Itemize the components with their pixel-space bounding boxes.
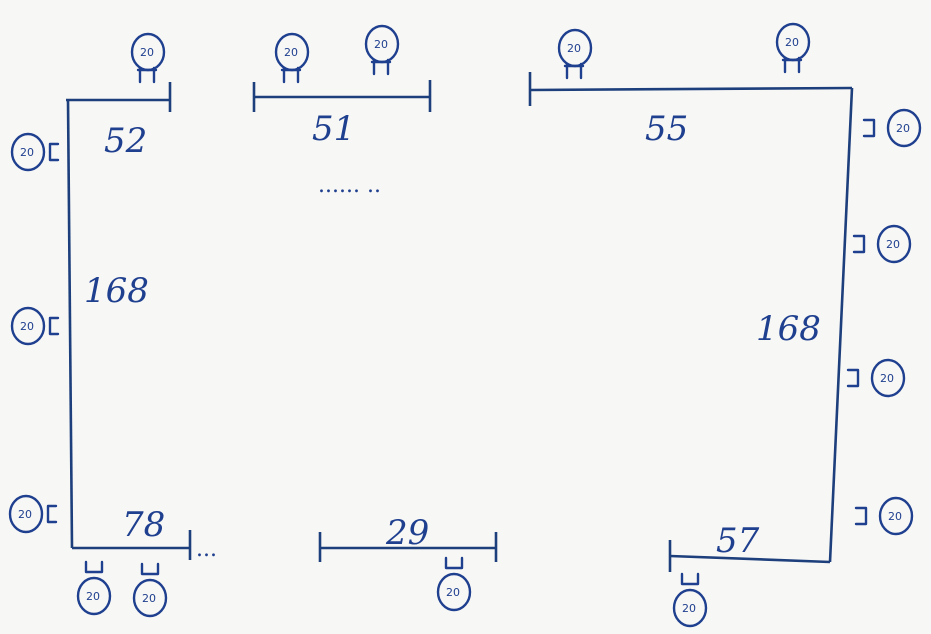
- chair-icon: 20: [364, 24, 400, 76]
- seat-badge-text: 20: [20, 320, 34, 333]
- chair-icon: 20: [862, 108, 922, 148]
- bottom-middle-segment: [318, 532, 498, 562]
- seats-group: 20 20 20 20 20 20 20 20 20 20 20 20 20 20 20 20: [8, 22, 922, 628]
- chair-bracket: [136, 66, 158, 84]
- seat-badge-text: 20: [140, 46, 154, 59]
- seat-badge-text: 20: [446, 586, 460, 599]
- chair-bracket: [444, 556, 464, 570]
- right-room-walls: [528, 72, 854, 572]
- chair-bracket: [852, 234, 866, 254]
- seat-badge-text: 20: [682, 602, 696, 615]
- chair-icon: 20: [274, 32, 310, 84]
- dim-label-bottom-left: 78: [122, 505, 165, 545]
- dim-label-left-side: 168: [84, 271, 149, 311]
- chair-icon: 20: [76, 560, 112, 616]
- seat-circle: [672, 588, 708, 628]
- chair-bracket: [781, 56, 803, 74]
- chair-bracket: [280, 66, 302, 84]
- chair-bracket: [370, 58, 392, 76]
- chair-icon: 20: [854, 496, 914, 536]
- chair-icon: 20: [557, 28, 593, 80]
- seat-badge-text: 20: [284, 46, 298, 59]
- chair-icon: 20: [8, 494, 58, 534]
- chair-icon: 20: [10, 306, 60, 346]
- seat-circle: [76, 576, 112, 616]
- dim-label-top-middle: 51: [312, 109, 355, 149]
- seat-badge-text: 20: [896, 122, 910, 135]
- chair-icon: 20: [672, 572, 708, 628]
- top-middle-segment: [252, 80, 432, 112]
- dim-label-bottom-right: 57: [716, 521, 760, 561]
- seat-circle: [10, 306, 46, 346]
- seat-circle: [878, 496, 914, 536]
- dots-top-middle: ...... ..: [318, 173, 381, 198]
- seat-circle: [886, 108, 922, 148]
- chair-icon: 20: [846, 358, 906, 398]
- seat-badge-text: 20: [86, 590, 100, 603]
- dim-label-bottom-middle: 29: [385, 513, 429, 553]
- chair-icon: 20: [10, 132, 60, 172]
- chair-bracket: [46, 504, 58, 524]
- seat-badge-text: 20: [888, 510, 902, 523]
- seat-badge-text: 20: [785, 36, 799, 49]
- seat-circle: [132, 578, 168, 618]
- seat-badge-text: 20: [886, 238, 900, 251]
- chair-bracket: [84, 560, 104, 574]
- seat-circle: [876, 224, 912, 264]
- left-room-walls: [66, 82, 192, 560]
- chair-bracket: [854, 506, 868, 526]
- seat-circle: [870, 358, 906, 398]
- seat-badge-text: 20: [142, 592, 156, 605]
- seat-badge-text: 20: [18, 508, 32, 521]
- seat-badge-text: 20: [374, 38, 388, 51]
- dim-label-top-right: 55: [645, 109, 688, 149]
- chair-icon: 20: [852, 224, 912, 264]
- chair-bracket: [862, 118, 876, 138]
- chair-icon: 20: [130, 32, 166, 84]
- chair-icon: 20: [436, 556, 472, 612]
- chair-bracket: [48, 316, 60, 336]
- chair-icon: 20: [775, 22, 811, 74]
- dots-bottom-left: ...: [196, 537, 217, 562]
- dim-label-right-side: 168: [756, 309, 821, 349]
- seat-badge-text: 20: [20, 146, 34, 159]
- seat-circle: [10, 132, 46, 172]
- chair-bracket: [48, 142, 60, 162]
- seat-badge-text: 20: [567, 42, 581, 55]
- seat-badge-text: 20: [880, 372, 894, 385]
- chair-bracket: [680, 572, 700, 586]
- chair-icon: 20: [132, 562, 168, 618]
- chair-bracket: [846, 368, 860, 388]
- seat-circle: [436, 572, 472, 612]
- chair-bracket: [140, 562, 160, 576]
- chair-bracket: [563, 62, 585, 80]
- seat-circle: [8, 494, 44, 534]
- dim-label-top-left: 52: [104, 121, 147, 161]
